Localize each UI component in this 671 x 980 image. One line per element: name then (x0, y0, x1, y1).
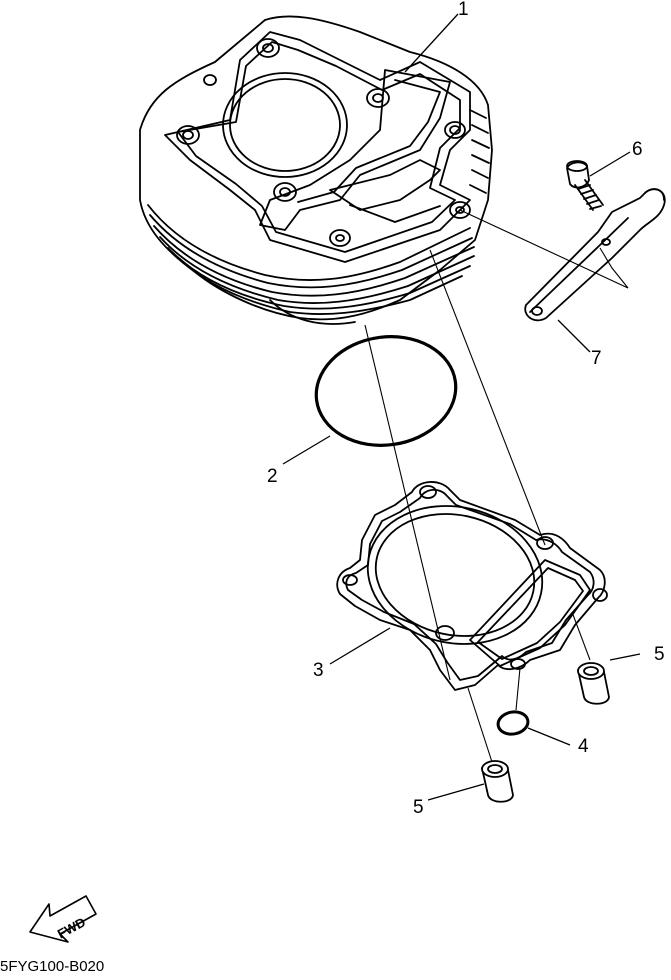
callout-4: 4 (578, 736, 589, 757)
diagram-code: 5FYG100-B020 (0, 958, 104, 975)
callout-3: 3 (313, 660, 324, 681)
dowel-pin-right (577, 662, 610, 705)
callout-7: 7 (591, 348, 602, 369)
callout-5-right: 5 (654, 644, 665, 665)
bracket-part (524, 188, 666, 322)
callout-5-left: 5 (413, 797, 424, 818)
o-ring-part (314, 335, 458, 447)
guide-lines (364, 209, 629, 763)
dowel-pin-left (481, 760, 514, 803)
callout-6: 6 (632, 139, 643, 160)
leader-lines (282, 13, 641, 801)
callout-2: 2 (267, 466, 278, 487)
cylinder-part (139, 15, 493, 325)
fwd-arrow-icon: FWD (29, 895, 97, 943)
gasket-part (336, 481, 608, 691)
callout-1: 1 (458, 0, 469, 20)
bolt-part (566, 160, 604, 211)
small-o-ring-part (496, 710, 530, 736)
